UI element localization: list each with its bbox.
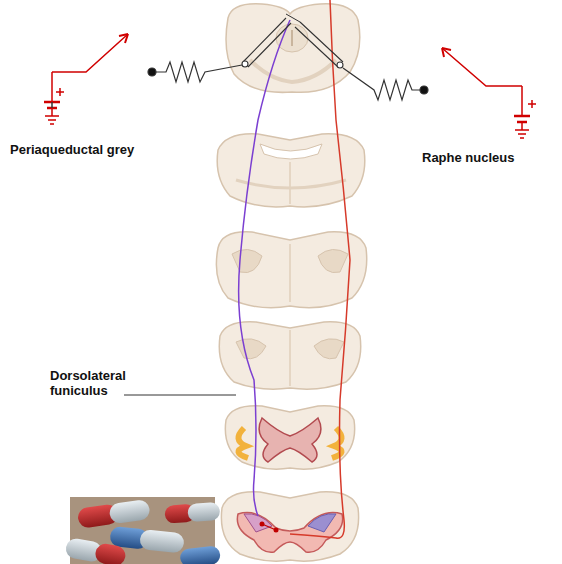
lower-medulla-slice [219,322,360,389]
raphe-pathway [290,0,350,538]
pons-slice [217,134,365,207]
resistor-symbol [343,68,428,100]
structure-label: Dorsolateral funiculus [50,368,140,398]
midbrain-slice [226,4,360,93]
capsule-photo [64,497,221,564]
structure-label: Periaqueductal grey [10,142,170,157]
resistor-symbol [148,62,242,82]
structure-label: Raphe nucleus [422,150,552,165]
pag-pathway [239,20,290,516]
leader-line [124,395,236,396]
battery-symbol [442,48,536,138]
stimulating-electrode [242,14,343,68]
spinal-cord-segment [221,492,358,561]
spinal-cord-segment [225,406,354,469]
battery-symbol [44,34,128,124]
